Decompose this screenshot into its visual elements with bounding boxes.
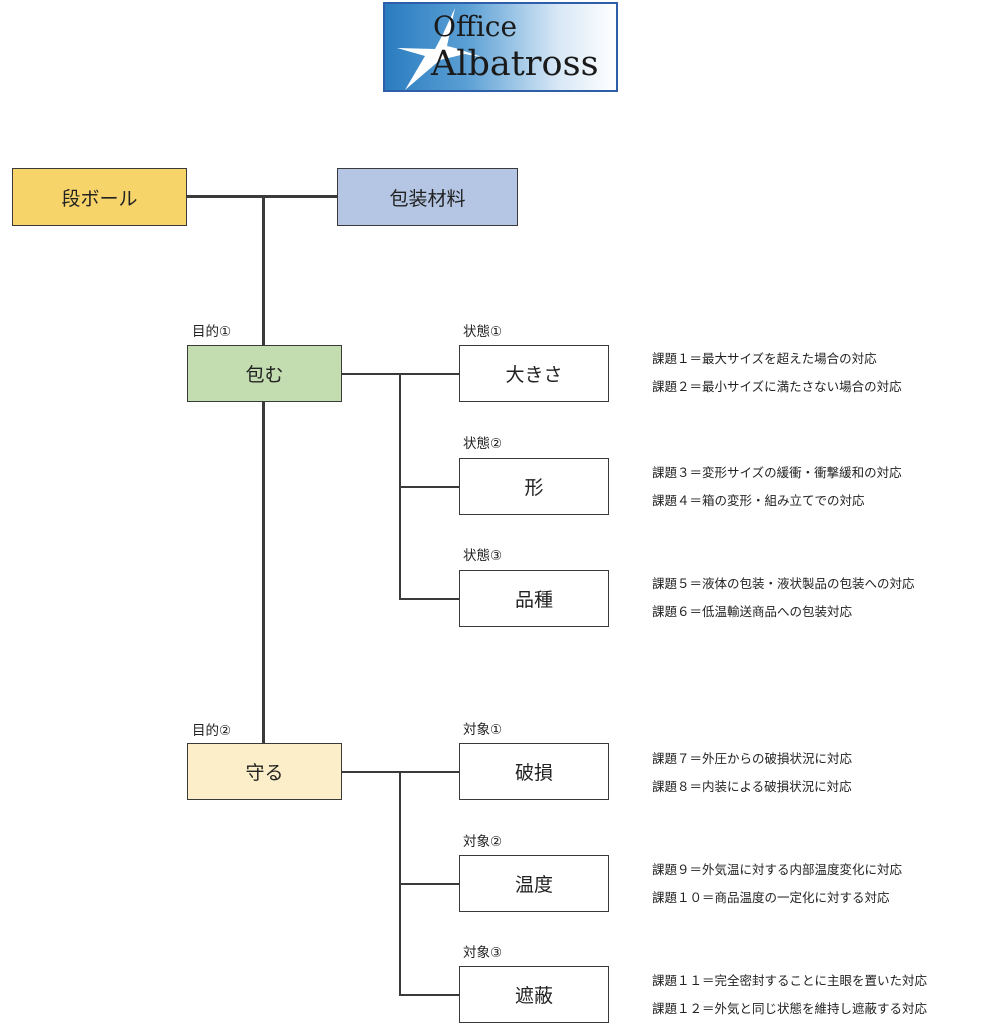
issue-text: 課題５＝液体の包装・液状製品の包装への対応 <box>652 576 915 591</box>
target-label: 対象② <box>463 834 503 850</box>
connector-purpose-vertical <box>262 401 265 744</box>
issue-text: 課題１０＝商品温度の一定化に対する対応 <box>652 890 890 905</box>
issue-text: 課題３＝変形サイズの緩衝・衝撃緩和の対応 <box>652 465 902 480</box>
cardboard-box: 段ボール <box>12 168 187 226</box>
issue-text: 課題６＝低温輸送商品への包装対応 <box>652 604 853 619</box>
issue-text: 課題１１＝完全密封することに主眼を置いた対応 <box>652 973 928 988</box>
state-shape-box: 形 <box>459 458 609 515</box>
state-label: 状態① <box>463 324 503 340</box>
connector-top-vertical <box>262 196 265 346</box>
logo-text-albatross: Albatross <box>431 44 599 84</box>
issue-text: 課題１２＝外気と同じ状態を維持し遮蔽する対応 <box>652 1001 928 1016</box>
state-label: 状態③ <box>463 548 503 564</box>
issue-text: 課題４＝箱の変形・組み立てでの対応 <box>652 493 865 508</box>
issue-text: 課題１＝最大サイズを超えた場合の対応 <box>652 351 877 366</box>
logo-text-office: Office <box>433 10 518 43</box>
state-label: 状態② <box>463 436 503 452</box>
purpose-label: 目的① <box>192 324 232 340</box>
issue-text: 課題８＝内装による破損状況に対応 <box>652 779 852 794</box>
packaging-material-box: 包装材料 <box>337 168 518 226</box>
purpose-label: 目的② <box>192 723 232 739</box>
connector-protect-branch <box>399 883 459 885</box>
target-damage-box: 破損 <box>459 743 609 800</box>
purpose-protect-box: 守る <box>187 743 342 800</box>
issue-text: 課題９＝外気温に対する内部温度変化に対応 <box>652 862 903 877</box>
connector-protect-branch <box>399 994 459 996</box>
purpose-wrap-box: 包む <box>187 345 342 402</box>
issue-text: 課題２＝最小サイズに満たさない場合の対応 <box>652 379 902 394</box>
state-kind-box: 品種 <box>459 570 609 627</box>
connector-wrap-branch <box>399 486 459 488</box>
target-label: 対象① <box>463 722 503 738</box>
target-temperature-box: 温度 <box>459 855 609 912</box>
connector-wrap-branch <box>399 598 459 600</box>
target-label: 対象③ <box>463 945 503 961</box>
target-shielding-box: 遮蔽 <box>459 966 609 1023</box>
office-albatross-logo: Office Albatross <box>383 2 618 92</box>
issue-text: 課題７＝外圧からの破損状況に対応 <box>652 751 853 766</box>
state-size-box: 大きさ <box>459 345 609 402</box>
albatross-bird-icon <box>397 8 485 90</box>
